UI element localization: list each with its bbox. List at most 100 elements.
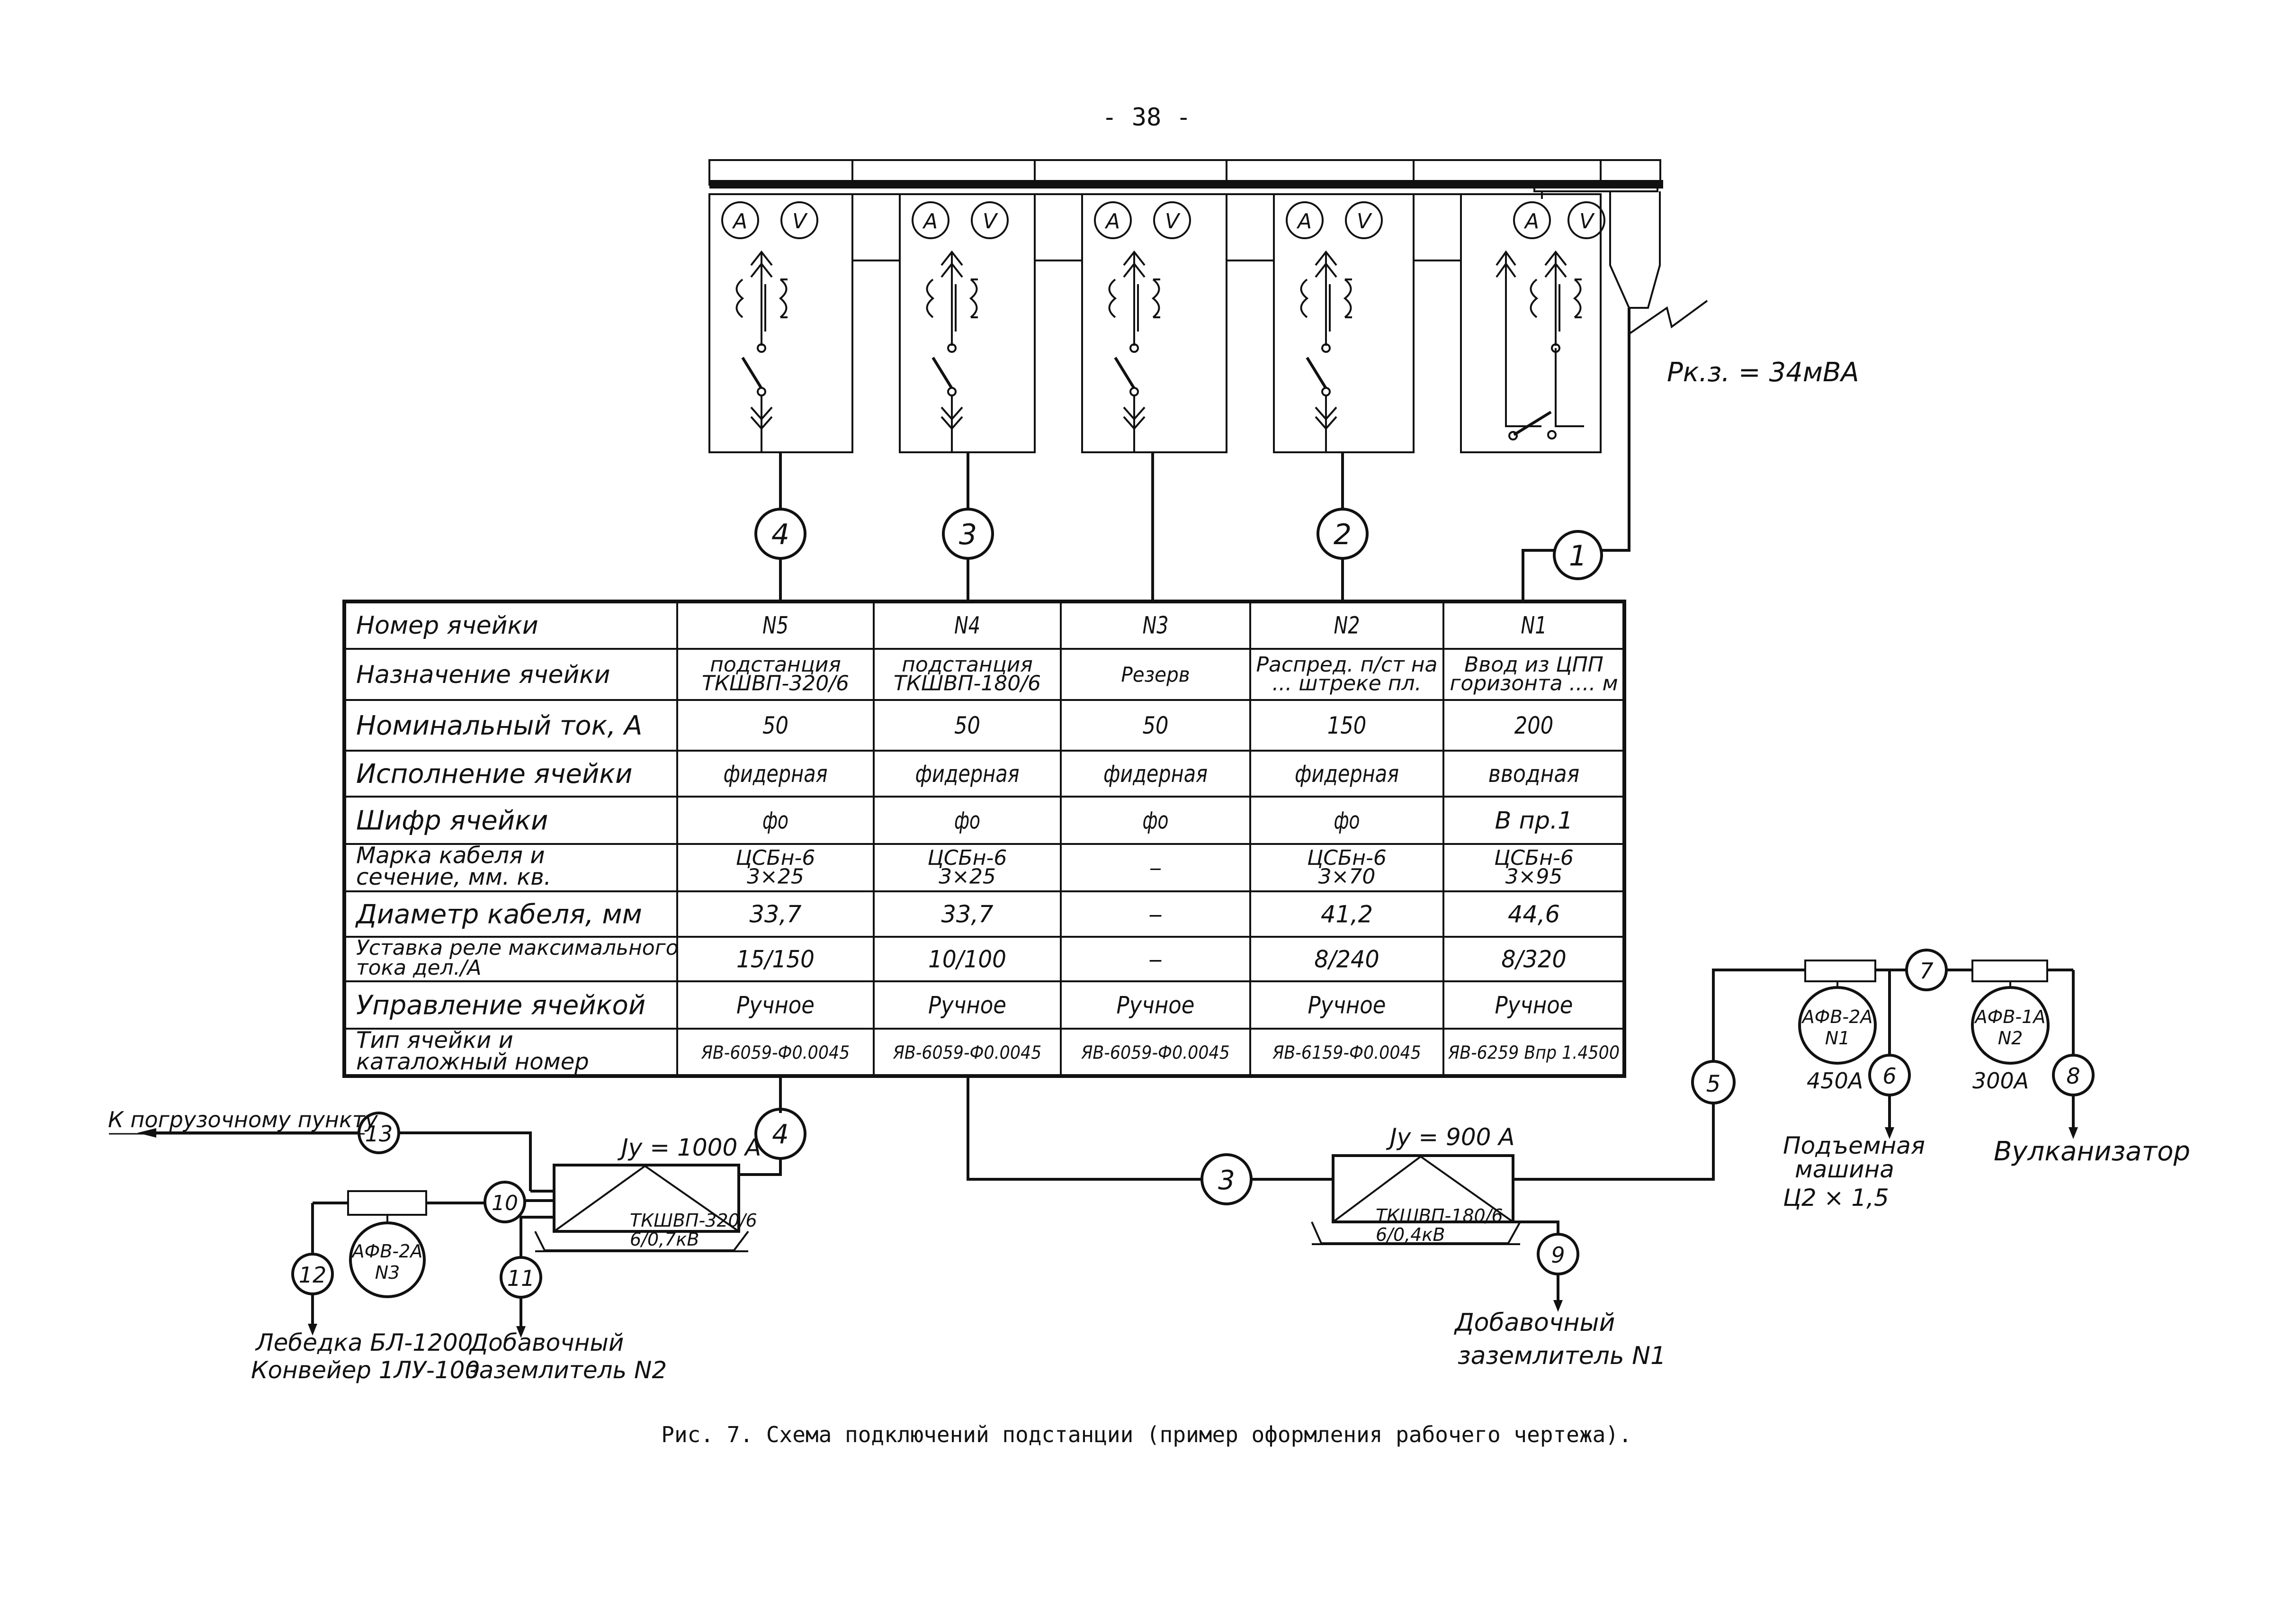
afv-1-number: N1: [1825, 1028, 1850, 1049]
table-cell: фо: [1334, 807, 1360, 834]
breaker-icon: [741, 357, 763, 389]
afv-1-circle: [1798, 986, 1877, 1065]
voltmeter-symbol: V: [983, 209, 998, 233]
table-cell: Ручное: [928, 992, 1006, 1019]
cable-num-11: 11: [507, 1265, 535, 1291]
table-cell: N5: [762, 612, 788, 639]
current-transformer-icon: [1300, 278, 1309, 318]
table-cell: Ручное: [1308, 992, 1386, 1019]
table-cell: фо: [762, 807, 788, 834]
table-cell: ЯВ-6059-Ф0.0045: [701, 1042, 850, 1063]
ammeter-icon: [912, 201, 949, 239]
table-cell: 50: [954, 712, 980, 739]
breaker-icon: [1114, 357, 1136, 389]
voltmeter-symbol: V: [792, 209, 808, 233]
ground-2-line2: заземлитель N2: [466, 1356, 667, 1384]
table-cell: 8/240: [1314, 946, 1379, 973]
cable-num-8: 8: [2066, 1063, 2080, 1089]
current-transformer-icon: [735, 278, 744, 318]
ammeter-icon: [1513, 201, 1551, 239]
afv-2-label: АФВ-1А: [1974, 1006, 2046, 1027]
table-cell: —: [1149, 901, 1162, 928]
afv-1-current: 450А: [1807, 1068, 1863, 1094]
table-cell: Резерв: [1121, 663, 1190, 687]
voltmeter-symbol: V: [1357, 209, 1372, 233]
voltmeter-symbol: V: [1579, 209, 1595, 233]
afv-2-number: N2: [1998, 1028, 2023, 1049]
substation-tkshvp-320: 4 Jу = 1000 А ТКШВП-320/6 6/0,7кВ 13 К п…: [108, 1076, 806, 1384]
table-cell: ЯВ-6159-Ф0.0045: [1272, 1042, 1421, 1063]
voltmeter-icon: [1567, 201, 1605, 239]
current-transformer-icon: [926, 278, 935, 318]
row-label: Шифр ячейки: [356, 806, 548, 836]
right-sub-voltage: 6/0,4кВ: [1376, 1224, 1445, 1245]
feeder-circle-4: [754, 508, 806, 560]
feeder-num-4: 4: [771, 518, 789, 551]
fuse-afv-3: [347, 1190, 427, 1216]
table-cell: 8/320: [1501, 946, 1567, 973]
conveyor-label: Конвейер 1ЛУ-100: [251, 1356, 480, 1384]
left-sub-voltage: 6/0,7кВ: [630, 1229, 699, 1250]
row-label: Исполнение ячейки: [356, 759, 633, 790]
cable-num-13: 13: [365, 1121, 393, 1147]
table-cell: —: [1150, 856, 1161, 880]
cable-num-3b: 3: [1218, 1165, 1235, 1196]
table-cell: N2: [1334, 612, 1360, 639]
fuse-afv-2: [1971, 960, 2048, 982]
feeder-circle-1: [1553, 530, 1603, 580]
feeder-num-3: 3: [959, 518, 977, 551]
ground-1-line1: Добавочный: [1454, 1309, 1615, 1337]
ammeter-icon: [1094, 201, 1132, 239]
row-label: Номинальный ток, А: [356, 710, 642, 741]
row-label: Назначение ячейки: [356, 661, 610, 689]
afv-1-label: АФВ-2А: [1801, 1006, 1873, 1027]
transformer-left: [553, 1164, 740, 1233]
short-circuit-mark: Pк.з. = 34мВА: [1628, 300, 1859, 388]
voltmeter-icon: [971, 201, 1009, 239]
table-cell: N1: [1521, 612, 1547, 639]
table-cell: фидерная: [1103, 760, 1208, 788]
table-cell: 33,7: [941, 901, 994, 928]
fuse-afv-1: [1804, 960, 1876, 982]
table-cell: фидерная: [915, 760, 1020, 788]
ammeter-symbol: А: [732, 209, 747, 233]
hoist-line3: Ц2 × 1,5: [1783, 1184, 1889, 1211]
ammeter-icon: [1286, 201, 1324, 239]
cable-num-4b: 4: [772, 1119, 789, 1150]
table-cell: вводная: [1488, 760, 1580, 788]
hoist-line1: Подъемная: [1783, 1132, 1925, 1159]
breaker-icon: [932, 357, 953, 389]
table-cell: В пр.1: [1495, 807, 1573, 834]
row-label: Управление ячейкой: [356, 990, 645, 1021]
voltmeter-icon: [1153, 201, 1191, 239]
winch-label: Лебедка БЛ-1200: [255, 1329, 473, 1356]
ammeter-symbol: А: [1523, 209, 1539, 233]
cable-num-9: 9: [1551, 1242, 1565, 1268]
cable-num-10: 10: [492, 1191, 518, 1215]
ground-1-line2: заземлитель N1: [1458, 1342, 1666, 1370]
table-cell: 15/150: [736, 946, 815, 973]
cable-num-12: 12: [299, 1262, 327, 1288]
afv-3-label: АФВ-2А: [351, 1241, 423, 1262]
ammeter-symbol: А: [1296, 209, 1312, 233]
table-cell: —: [1149, 946, 1162, 973]
ground-2-line1: Добавочный: [469, 1329, 624, 1356]
table-cell: 150: [1327, 712, 1367, 739]
feeder-num-2: 2: [1334, 518, 1352, 551]
hoist-line2: машина: [1795, 1156, 1894, 1183]
